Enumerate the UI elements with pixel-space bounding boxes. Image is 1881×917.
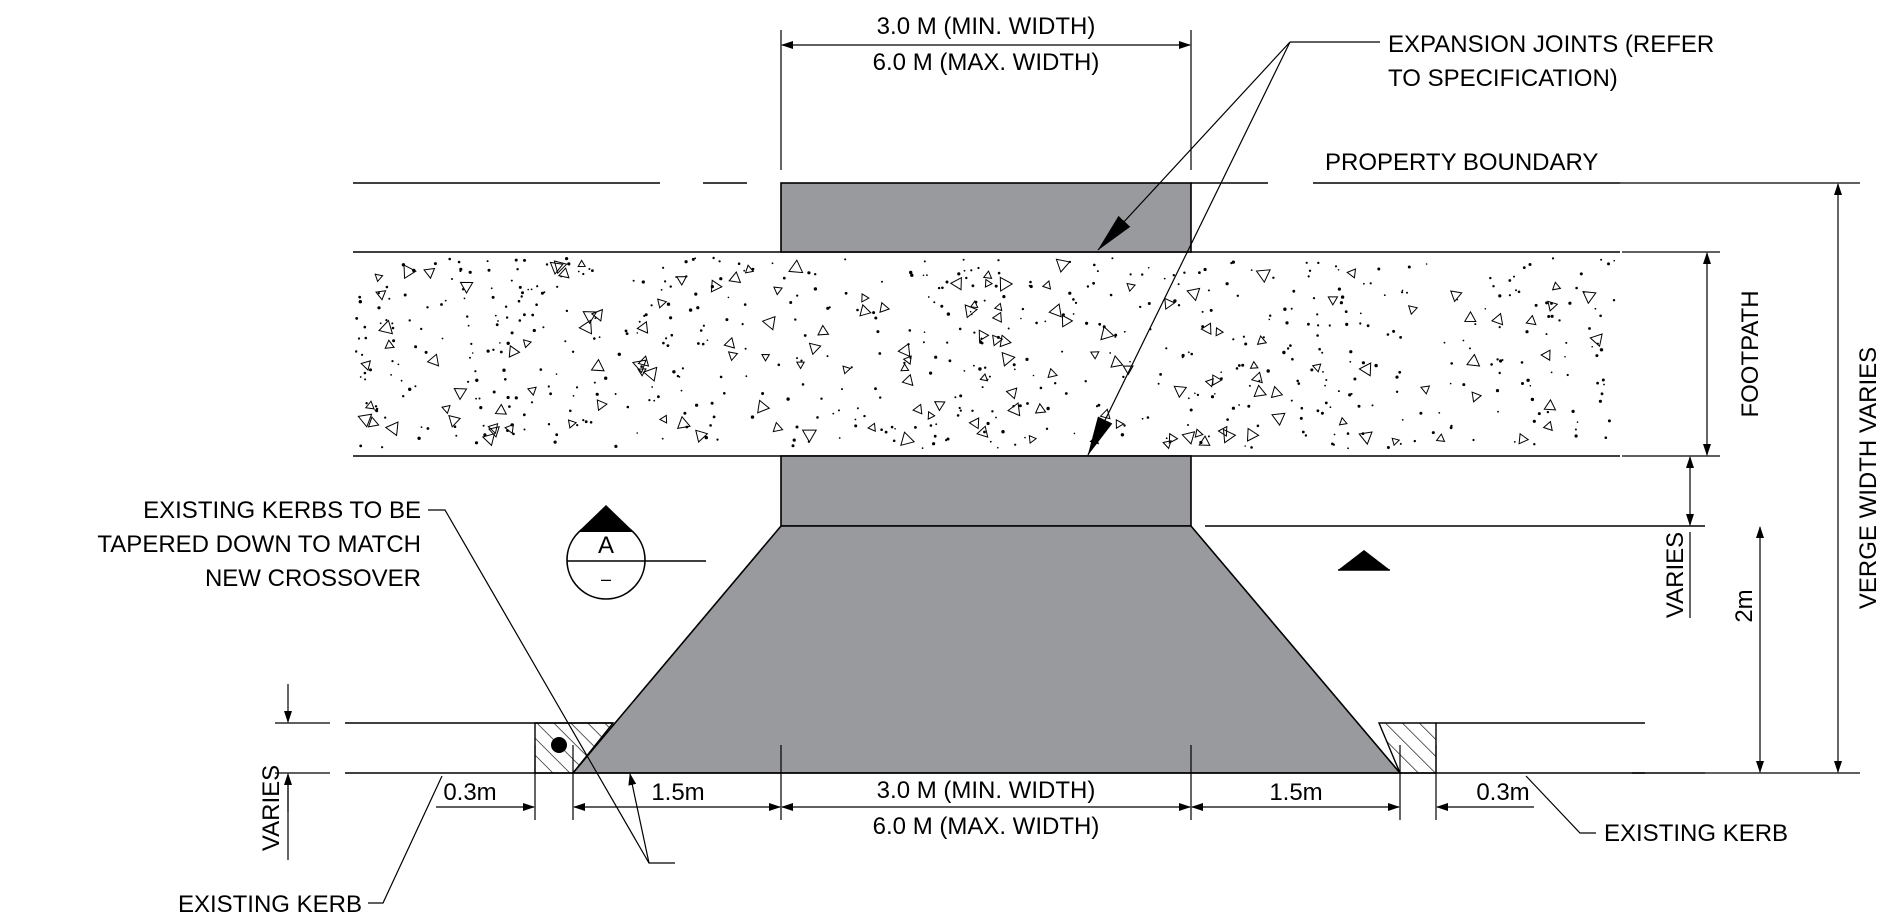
driveway-rear-slab xyxy=(780,182,1192,253)
kerbs-note-line2: TAPERED DOWN TO MATCH xyxy=(97,531,421,558)
existing-kerb-right-label: EXISTING KERB xyxy=(1604,820,1788,847)
section-sheet: – xyxy=(601,569,611,589)
top-width-min-label: 3.0 M (MIN. WIDTH) xyxy=(877,13,1096,40)
expansion-joints-label-line2: TO SPECIFICATION) xyxy=(1388,65,1618,92)
existing-kerb-left-leader xyxy=(368,775,443,904)
footpath-band xyxy=(353,251,1620,457)
existing-kerb-right-leader xyxy=(1525,775,1596,834)
bottom-width-max-label: 6.0 M (MAX. WIDTH) xyxy=(873,813,1100,840)
dim-1-5-right: 1.5m xyxy=(1269,779,1322,806)
varies-left-label: VARIES xyxy=(258,765,285,851)
dim-0-3-right: 0.3m xyxy=(1476,779,1529,806)
bottom-width-min-label: 3.0 M (MIN. WIDTH) xyxy=(877,777,1096,804)
crossover-splay xyxy=(571,525,1402,774)
kerbs-note-line1: EXISTING KERBS TO BE xyxy=(143,497,421,524)
two-m-label: 2m xyxy=(1731,589,1758,622)
section-marker xyxy=(566,505,1390,600)
top-width-dimension xyxy=(780,30,1192,170)
kerb-marker-dot xyxy=(551,737,567,753)
section-letter: A xyxy=(598,532,614,559)
dim-0-3-left: 0.3m xyxy=(443,779,496,806)
footpath-dimension xyxy=(1622,251,1720,457)
varies-right-label: VARIES xyxy=(1662,532,1689,618)
expansion-joints-label-line1: EXPANSION JOINTS (REFER xyxy=(1388,31,1714,58)
driveway-front-slab xyxy=(780,455,1192,527)
footpath-speckle-texture xyxy=(355,256,1616,450)
verge-width-dimension xyxy=(1620,182,1860,774)
top-width-max-label: 6.0 M (MAX. WIDTH) xyxy=(873,49,1100,76)
footpath-label: FOOTPATH xyxy=(1737,290,1764,417)
kerbs-note-leader xyxy=(428,509,675,864)
verge-width-varies-label: VERGE WIDTH VARIES xyxy=(1855,347,1881,609)
existing-kerb-left-label: EXISTING KERB xyxy=(178,891,362,917)
varies-left-dimension xyxy=(275,684,330,860)
expansion-joints-leader xyxy=(1087,41,1380,456)
bottom-dimensions xyxy=(436,745,1534,820)
dim-1-5-left: 1.5m xyxy=(651,779,704,806)
kerbs-note-line3: NEW CROSSOVER xyxy=(205,565,421,592)
property-boundary-label: PROPERTY BOUNDARY xyxy=(1325,149,1598,176)
